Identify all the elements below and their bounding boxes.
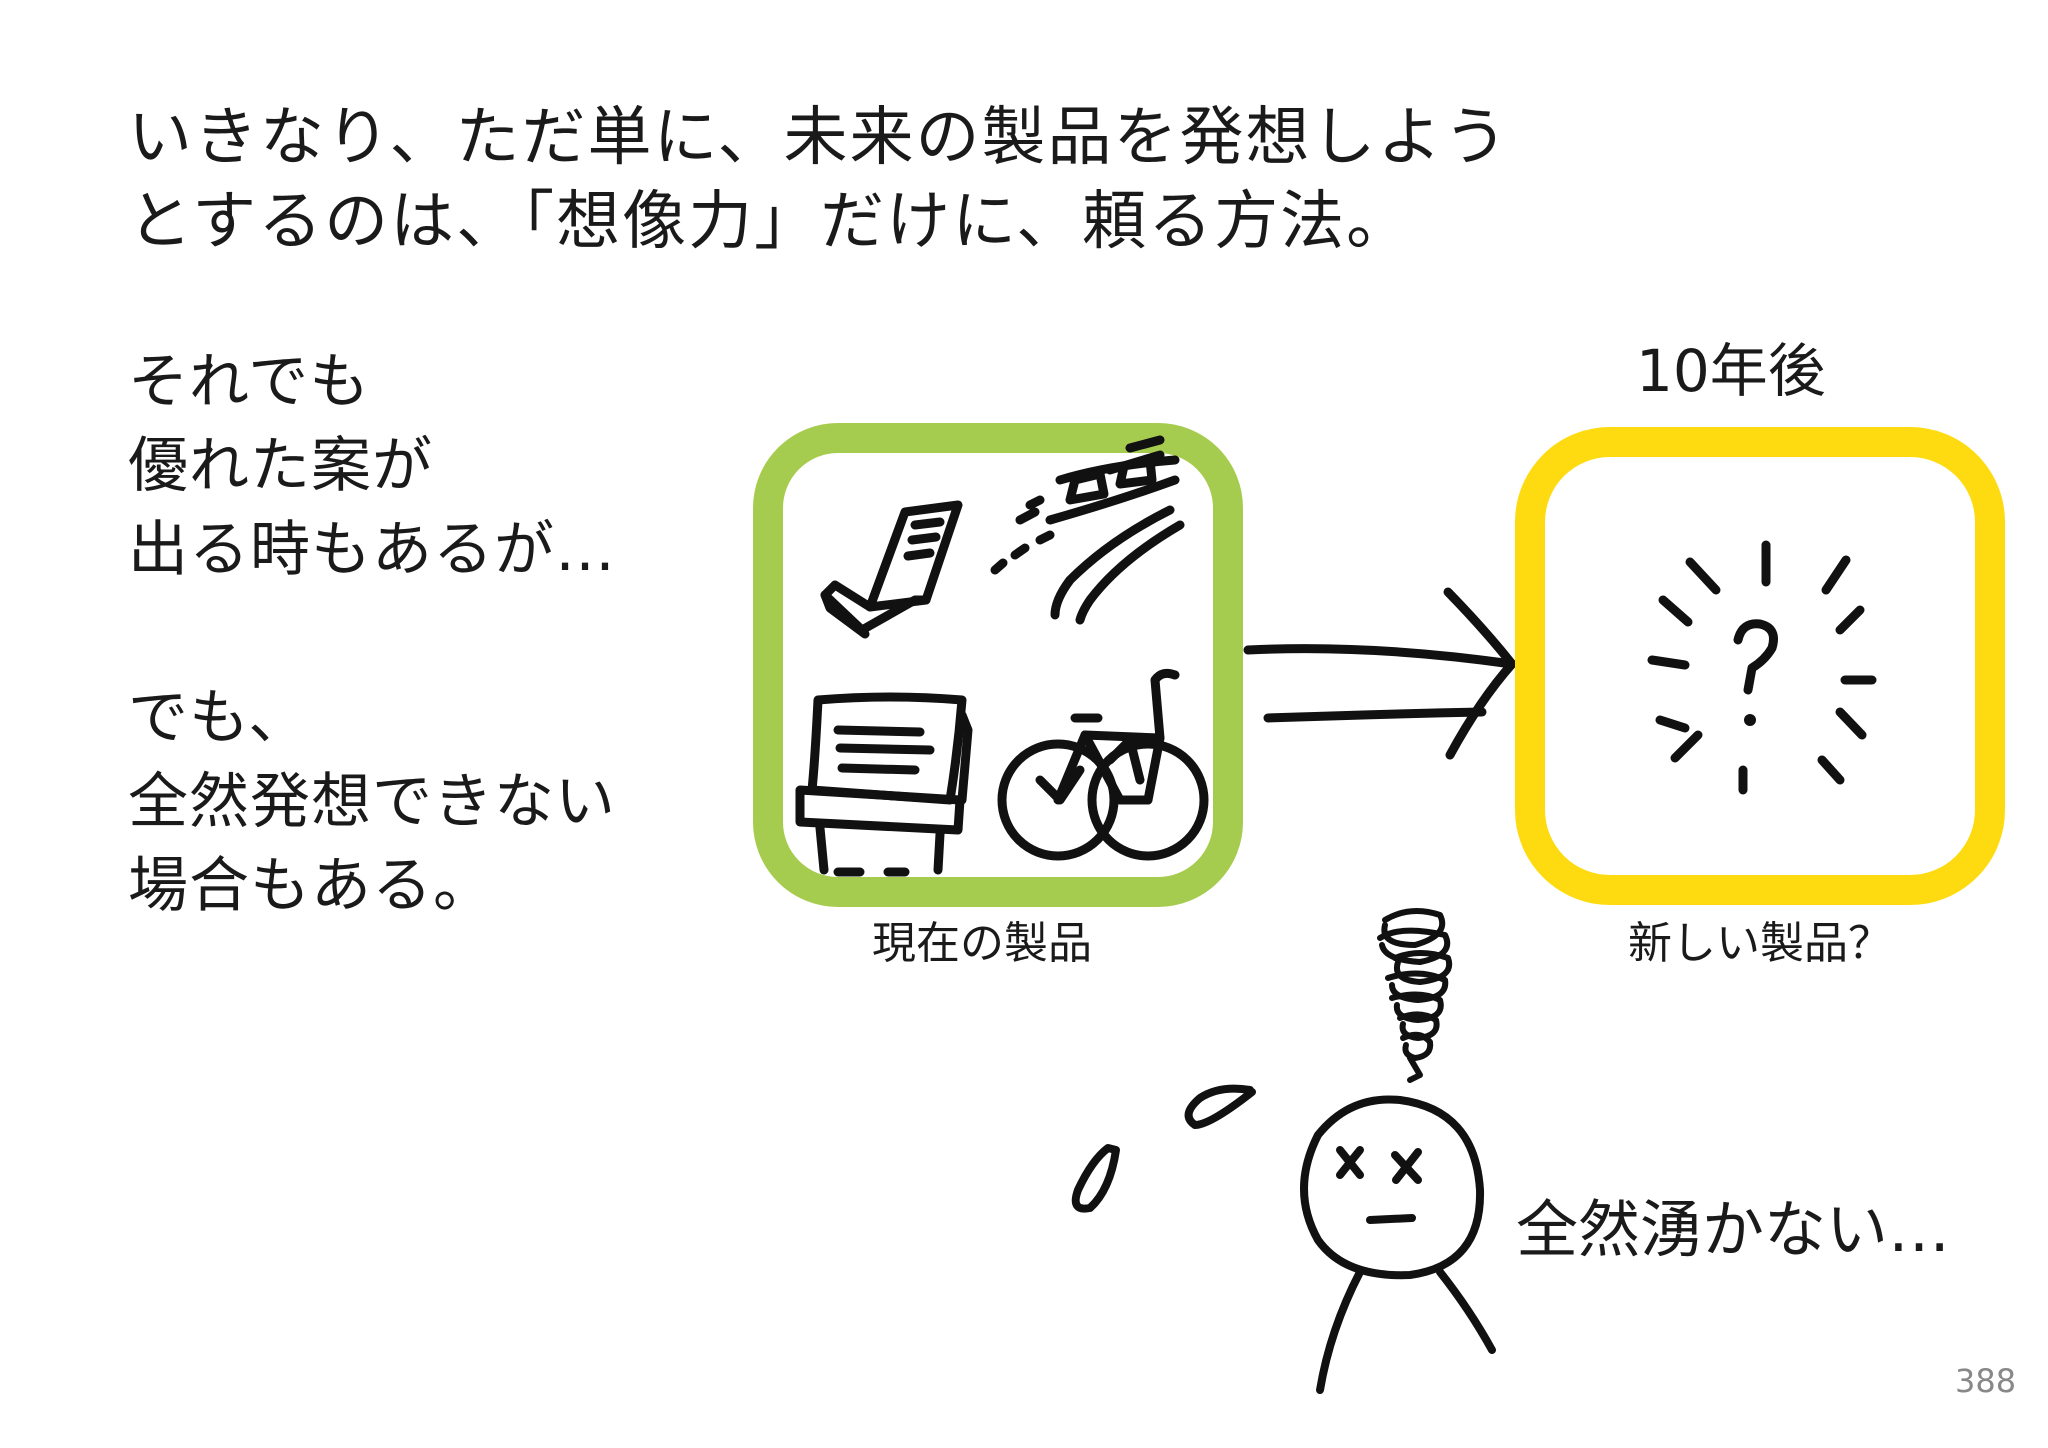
scribble-cloud-icon [1377, 908, 1453, 1083]
left-line: でも、 [128, 683, 310, 753]
slide-heading: いきなり、ただ単に、未来の製品を発想しよう とするのは、「想像力」だけに、頼る方… [128, 96, 1510, 264]
new-product-box [1515, 427, 2005, 905]
left-line: 全然発想できない [128, 767, 616, 837]
left-line: 出る時もあるが… [128, 515, 616, 585]
transition-arrow [1243, 587, 1517, 760]
left-text-block: それでも 優れた案が 出る時もあるが… でも、 全然発想できない 場合もある。 [128, 340, 616, 928]
desktop-computer-icon [795, 692, 973, 877]
new-product-caption: 新しい製品？ [1628, 918, 1892, 969]
thought-text: 全然湧かない… [1516, 1193, 1951, 1266]
left-line: 優れた案が [128, 431, 433, 501]
current-products-box [753, 423, 1243, 907]
bicycle-icon [997, 668, 1209, 861]
page-number: 388 [1955, 1362, 2017, 1400]
train-icon [990, 435, 1185, 625]
left-line: それでも [128, 347, 371, 417]
future-label: 10年後 [1636, 337, 1826, 405]
heading-line-2: とするのは、「想像力」だけに、頼る方法。 [128, 185, 1413, 259]
smartphone-icon [820, 500, 963, 639]
left-line: 場合もある。 [128, 851, 494, 921]
current-products-caption: 現在の製品 [872, 918, 1092, 969]
sparkle-question-icon [1647, 540, 1877, 795]
heading-line-1: いきなり、ただ単に、未来の製品を発想しよう [128, 101, 1510, 175]
sweat-drop-icon [1071, 1084, 1256, 1213]
stick-figure-confused [1300, 1095, 1496, 1394]
